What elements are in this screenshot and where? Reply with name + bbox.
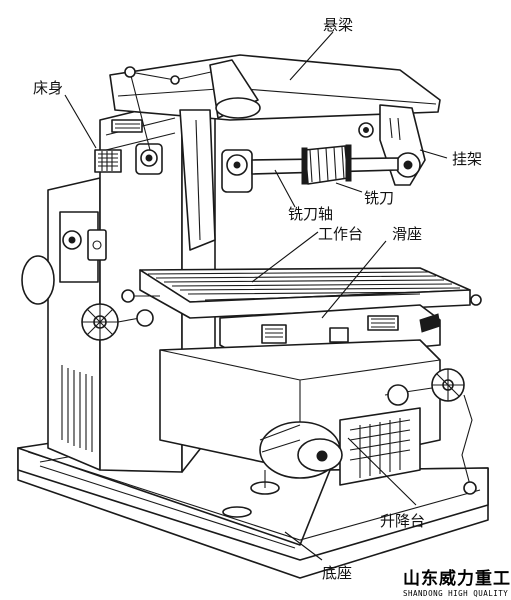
- logo-name: 山东威力重工: [403, 568, 511, 589]
- label-column: 床身: [33, 79, 63, 97]
- label-table: 工作台: [318, 225, 363, 243]
- machine-overarm: [109, 54, 441, 251]
- label-knee: 升降台: [380, 512, 425, 530]
- label-arbor-support: 挂架: [452, 150, 482, 168]
- arbor-support: [379, 104, 426, 186]
- leader-arbor: [274, 169, 296, 208]
- leader-table: [251, 231, 319, 283]
- work-table: [121, 267, 482, 319]
- label-base: 底座: [322, 564, 352, 582]
- handwheel-left: [81, 303, 154, 341]
- handwheel-right: [384, 368, 477, 495]
- label-arbor: 铣刀轴: [288, 205, 333, 223]
- label-saddle: 滑座: [392, 225, 422, 243]
- leader-overarm: [289, 31, 334, 81]
- leader-cutter: [335, 182, 363, 193]
- brand-logo: 山东威力重工 SHANDONG HIGH QUALITY: [403, 568, 511, 598]
- leader-arbor-support: [419, 149, 448, 159]
- leader-column: [64, 94, 97, 149]
- leader-saddle: [321, 240, 387, 319]
- leader-knee: [347, 437, 417, 506]
- label-overarm: 悬梁: [323, 16, 353, 34]
- knee: [159, 339, 441, 495]
- logo-tagline: SHANDONG HIGH QUALITY: [403, 589, 508, 598]
- arbor-and-cutter: [221, 144, 399, 193]
- label-cutter: 铣刀: [364, 189, 394, 207]
- leader-base: [284, 531, 323, 561]
- leader-lines: [64, 31, 448, 561]
- lamp-arm: [124, 59, 261, 151]
